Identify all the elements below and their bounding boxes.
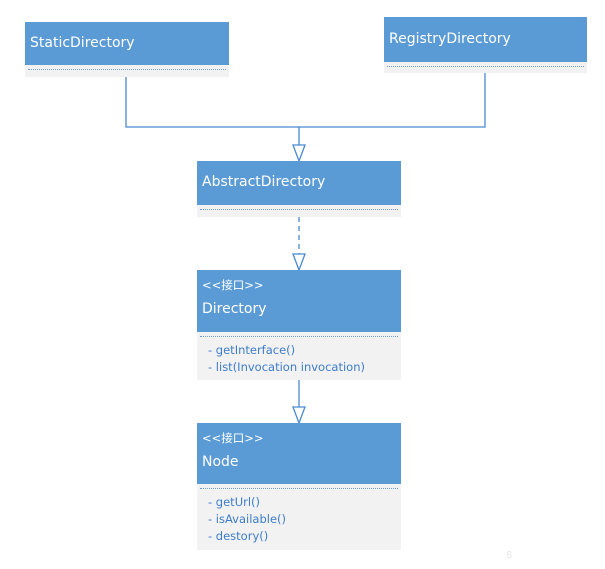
class-directory: <<接口>> Directory - getInterface() - list… bbox=[197, 270, 401, 380]
directory-realization-arrowhead bbox=[292, 253, 306, 272]
member-separator bbox=[200, 488, 398, 489]
abstract-generalization-arrowhead bbox=[292, 144, 306, 163]
static-to-abstract-line bbox=[125, 77, 300, 145]
class-header: StaticDirectory bbox=[25, 22, 229, 65]
class-name: Node bbox=[202, 454, 239, 470]
class-abstract-directory: AbstractDirectory bbox=[197, 161, 401, 217]
interface-stereotype: <<接口>> bbox=[202, 278, 264, 292]
interface-stereotype: <<接口>> bbox=[202, 431, 264, 445]
member-separator bbox=[387, 66, 584, 67]
class-node: <<接口>> Node - getUrl() - isAvailable() -… bbox=[197, 423, 401, 550]
class-registry-directory: RegistryDirectory bbox=[384, 17, 587, 73]
watermark-text: 8 bbox=[506, 550, 513, 561]
class-name: AbstractDirectory bbox=[202, 174, 326, 190]
class-body bbox=[25, 65, 229, 77]
class-header: <<接口>> Node bbox=[197, 423, 401, 484]
class-static-directory: StaticDirectory bbox=[25, 22, 229, 77]
class-body bbox=[384, 62, 587, 73]
class-body: - getUrl() - isAvailable() - destory() bbox=[197, 484, 401, 550]
method-list: - list(Invocation invocation) bbox=[208, 360, 365, 374]
class-name: Directory bbox=[202, 301, 267, 317]
member-separator bbox=[200, 209, 398, 210]
member-separator bbox=[28, 69, 226, 70]
method-destory: - destory() bbox=[208, 529, 269, 543]
node-generalization-arrowhead bbox=[292, 406, 306, 425]
member-separator bbox=[200, 336, 398, 337]
class-body: - getInterface() - list(Invocation invoc… bbox=[197, 332, 401, 380]
class-header: RegistryDirectory bbox=[384, 17, 587, 62]
class-name: StaticDirectory bbox=[30, 35, 135, 51]
class-name: RegistryDirectory bbox=[389, 31, 511, 47]
registry-to-abstract-line bbox=[299, 73, 486, 128]
method-get-interface: - getInterface() bbox=[208, 343, 296, 357]
class-header: AbstractDirectory bbox=[197, 161, 401, 205]
class-header: <<接口>> Directory bbox=[197, 270, 401, 332]
class-body bbox=[197, 205, 401, 217]
method-get-url: - getUrl() bbox=[208, 495, 261, 509]
method-is-available: - isAvailable() bbox=[208, 512, 287, 526]
